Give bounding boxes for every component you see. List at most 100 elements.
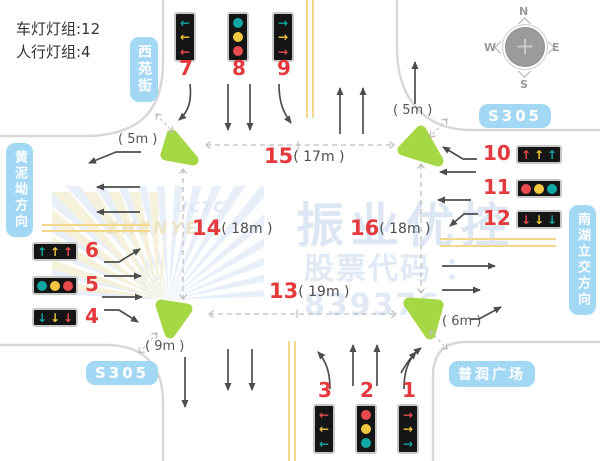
ball-teal-light-icon [37,280,47,291]
signal-7: ←←← [174,12,196,62]
vehicle-group-count: 车灯灯组:12 [16,20,101,38]
ball-yellow-light-icon [361,424,371,434]
flow-e-exit-bend [470,306,502,320]
ball-yellow-light-icon [50,280,60,291]
arrow-left-teal-light-icon: ← [318,436,330,451]
arrow-right-yellow-light-icon: → [277,30,289,44]
signal-number-6: 6 [85,238,99,262]
ball-yellow-light-icon [233,32,243,42]
arrow-down-yellow-light-icon: ↓ [533,212,545,227]
flow-e-up-bend [442,146,477,160]
signal-4: ↓↓↓ [32,308,78,327]
road-label-nanhu-interchange-direction: 南湖立交方向 [569,205,596,315]
signal-3: ←←← [313,404,335,454]
compass: N W E S + [484,5,568,93]
signal-1: →→→ [397,404,419,454]
flow-se-merge [400,347,422,374]
signal-number-7: 7 [179,56,193,80]
road-edge-top-right [395,0,600,132]
arrow-down-teal-light-icon: ↓ [546,212,558,227]
arrow-up-red-light-icon: ↑ [520,147,532,162]
crosswalk-distance-14: ( 18m ) [221,220,273,237]
compass-cross-icon: + [514,32,536,60]
road-label-s305-bottom: S305 [86,361,159,385]
road-label-purun-plaza: 普润广场 [449,361,535,387]
compass-east-label: E [552,41,560,54]
island-bottom-right [403,297,444,340]
flow-n-left-turn [178,83,192,121]
crosswalk-number-15: 15 [264,144,294,168]
pedestrian-group-count: 人行灯组:4 [16,43,91,61]
island-bottom-left [155,299,193,339]
road-label-huangniao-direction: 黄泥坳方向 [6,143,33,237]
signal-number-4: 4 [85,304,99,328]
signal-9: →→→ [272,12,294,62]
signal-number-1: 1 [402,378,416,402]
arrow-right-yellow-light-icon: → [402,422,414,436]
arrow-up-yellow-light-icon: ↑ [533,147,545,162]
arrow-left-yellow-light-icon: ← [179,30,191,44]
compass-west-label: W [484,41,497,54]
measure-ticks [296,141,419,318]
signal-number-11: 11 [483,175,511,199]
arrow-up-teal-light-icon: ↑ [546,147,558,162]
signal-number-12: 12 [483,206,511,230]
signal-number-10: 10 [483,141,511,165]
median-lines [42,0,556,461]
signal-group-stats: 车灯灯组:12 人行灯组:4 [16,18,100,64]
arrow-up-red-light-icon: ↑ [62,244,74,259]
island-distance-top-right: ( 5m ) [393,103,433,118]
arrow-right-red-light-icon: → [277,44,289,59]
offset-top-left [155,113,174,133]
arrow-down-red-light-icon: ↓ [520,212,532,227]
arrow-down-teal-light-icon: ↓ [36,310,48,325]
arrow-left-red-light-icon: ← [179,44,191,59]
ball-red-light-icon [233,46,243,56]
compass-north-label: N [519,5,529,18]
crosswalk-distance-16: ( 18m ) [379,220,431,237]
island-top-left [160,129,199,166]
flow-w-up-bend [104,248,141,263]
signal-8 [227,12,249,62]
ball-red-light-icon [361,410,371,420]
arrow-down-yellow-light-icon: ↓ [49,310,61,325]
arrow-down-red-light-icon: ↓ [62,310,74,325]
islands [155,125,444,340]
offset-top-right [429,118,448,138]
arrow-left-yellow-light-icon: ← [318,422,330,436]
flow-w-down-bend [104,309,139,323]
arrow-right-teal-light-icon: → [402,436,414,451]
arrow-right-red-light-icon: → [402,407,414,422]
signal-number-2: 2 [360,378,374,402]
road-edge-bottom-left [0,343,165,461]
ball-red-light-icon [63,280,73,291]
island-distance-top-left: ( 5m ) [118,132,158,147]
crosswalk-number-14: 14 [192,216,222,240]
arrow-up-teal-light-icon: ↑ [36,244,48,259]
road-edge-top-left [0,0,165,138]
crosswalk-distance-13: ( 19m ) [298,283,350,300]
island-offset-arrows [138,113,448,354]
flow-s-left-turn [317,351,331,390]
signal-number-8: 8 [232,56,246,80]
island-distance-bottom-right: ( 6m ) [442,314,482,329]
ball-teal-light-icon [361,438,371,448]
crosswalk-distance-15: ( 17m ) [293,148,345,165]
flow-w-exit-bend [88,151,141,164]
road-edge-bottom-right [431,340,600,461]
crosswalk-label-16: 16( 18m ) [350,218,431,239]
offset-bottom-right [429,330,448,350]
arrow-up-yellow-light-icon: ↑ [49,244,61,259]
ball-red-light-icon [521,183,531,194]
crosswalk-number-16: 16 [350,216,380,240]
island-top-right [397,125,444,167]
crosswalk-label-14: 14( 18m ) [192,218,273,239]
compass-south-label: S [520,78,528,91]
signal-number-9: 9 [277,56,291,80]
signal-12: ↓↓↓ [516,210,562,229]
arrow-left-teal-light-icon: ← [179,15,191,30]
crosswalk-number-13: 13 [269,279,299,303]
